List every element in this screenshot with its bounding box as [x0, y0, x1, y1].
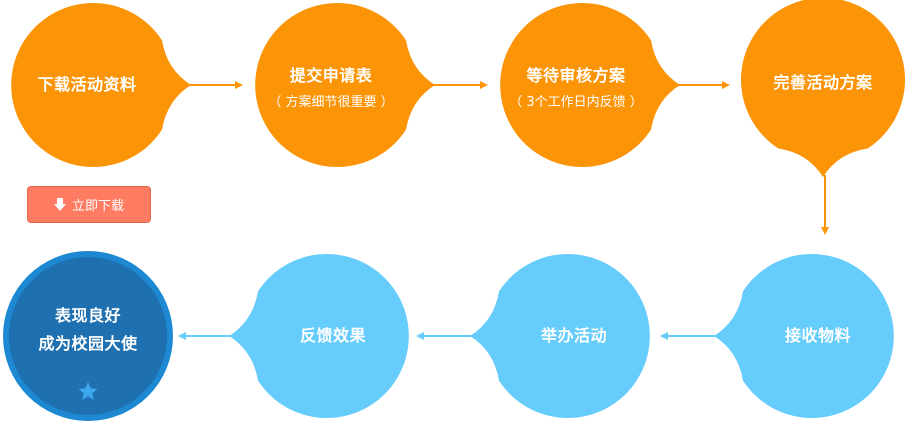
star-icon	[78, 382, 98, 400]
download-button[interactable]: 立即下载	[27, 186, 151, 223]
blue-connectors	[178, 332, 716, 340]
download-button-label: 立即下载	[71, 199, 124, 214]
step-2-bubble	[255, 2, 435, 167]
step-6-bubble	[470, 254, 650, 418]
step-3-bubble	[500, 2, 680, 167]
step-7-bubble	[229, 254, 409, 418]
download-arrow-icon	[53, 197, 66, 211]
step-4-bubble	[741, 0, 905, 177]
step-1-bubble	[11, 2, 192, 167]
step-5-bubble	[714, 254, 894, 418]
final-bubble	[9, 257, 167, 415]
orange-connectors	[189, 81, 829, 235]
